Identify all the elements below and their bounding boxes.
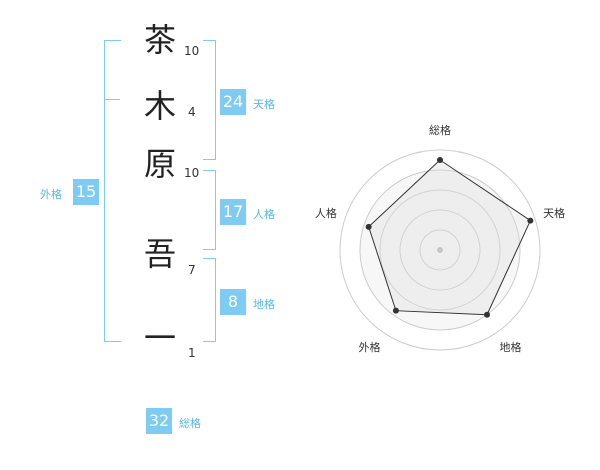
char-3: 原 [143,145,176,183]
radar-axis-label-4: 外格 [358,340,380,354]
stroke-count-1: 10 [184,44,200,58]
stroke-count-3: 10 [184,166,200,180]
radar-axis-label-2: 天格 [543,206,565,220]
tenkaku-bracket [203,40,216,160]
char-2: 木 [143,87,176,125]
gaikaku-value: 15 [73,179,99,205]
radar-axis-label-5: 人格 [315,206,337,220]
tenkaku-value: 24 [220,89,246,115]
radar-polygon [368,159,532,316]
tenkaku-label: 天格 [253,98,275,111]
radar-points [365,157,534,318]
stroke-count-2: 4 [188,105,196,119]
jinkaku-label: 人格 [253,208,275,221]
stroke-count-5: 1 [188,346,196,360]
radar-point-3 [484,311,491,318]
char-1: 茶 [143,21,176,59]
gaikaku-label: 外格 [40,188,62,201]
gaikaku-bracket [104,40,121,342]
soukaku-value: 32 [146,408,172,434]
stroke-count-4: 7 [188,263,196,277]
chikaku-label: 地格 [253,298,275,311]
radar-point-2 [527,217,534,224]
radar-point-1 [437,157,443,163]
jinkaku-value: 17 [220,199,246,225]
radar-center [437,247,443,253]
gaikaku-bracket-tick [104,99,120,100]
soukaku-label: 総格 [179,417,201,430]
char-4: 吾 [143,235,176,273]
radar-point-4 [392,307,399,314]
radar-point-5 [365,223,372,230]
jinkaku-bracket [203,170,216,250]
chikaku-value: 8 [220,289,246,315]
chikaku-bracket [203,258,216,342]
radar-axis-label-3: 地格 [500,340,522,354]
radar-axis-label-1: 総格 [429,123,451,137]
char-5: 一 [143,319,176,357]
